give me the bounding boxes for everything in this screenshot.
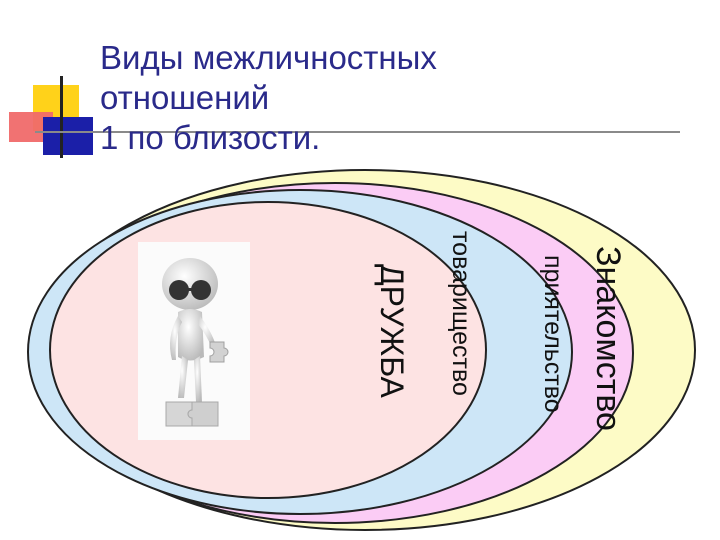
ellipse-druzhba — [49, 201, 487, 499]
decor-horizontal-line — [35, 131, 680, 133]
label-priyatelstvo: приятельство — [539, 255, 567, 413]
label-tovarishchestvo: товарищество — [447, 231, 475, 396]
label-druzhba: ДРУЖБА — [374, 264, 410, 398]
slide-title: Виды межличностных отношений 1 по близос… — [100, 39, 437, 156]
label-znakomstvo: Знакомство — [589, 246, 627, 431]
person-puzzle-icon — [162, 258, 229, 427]
figure-image — [138, 242, 250, 440]
decor-vertical-line — [60, 76, 63, 158]
decor-blue-square — [43, 117, 93, 155]
